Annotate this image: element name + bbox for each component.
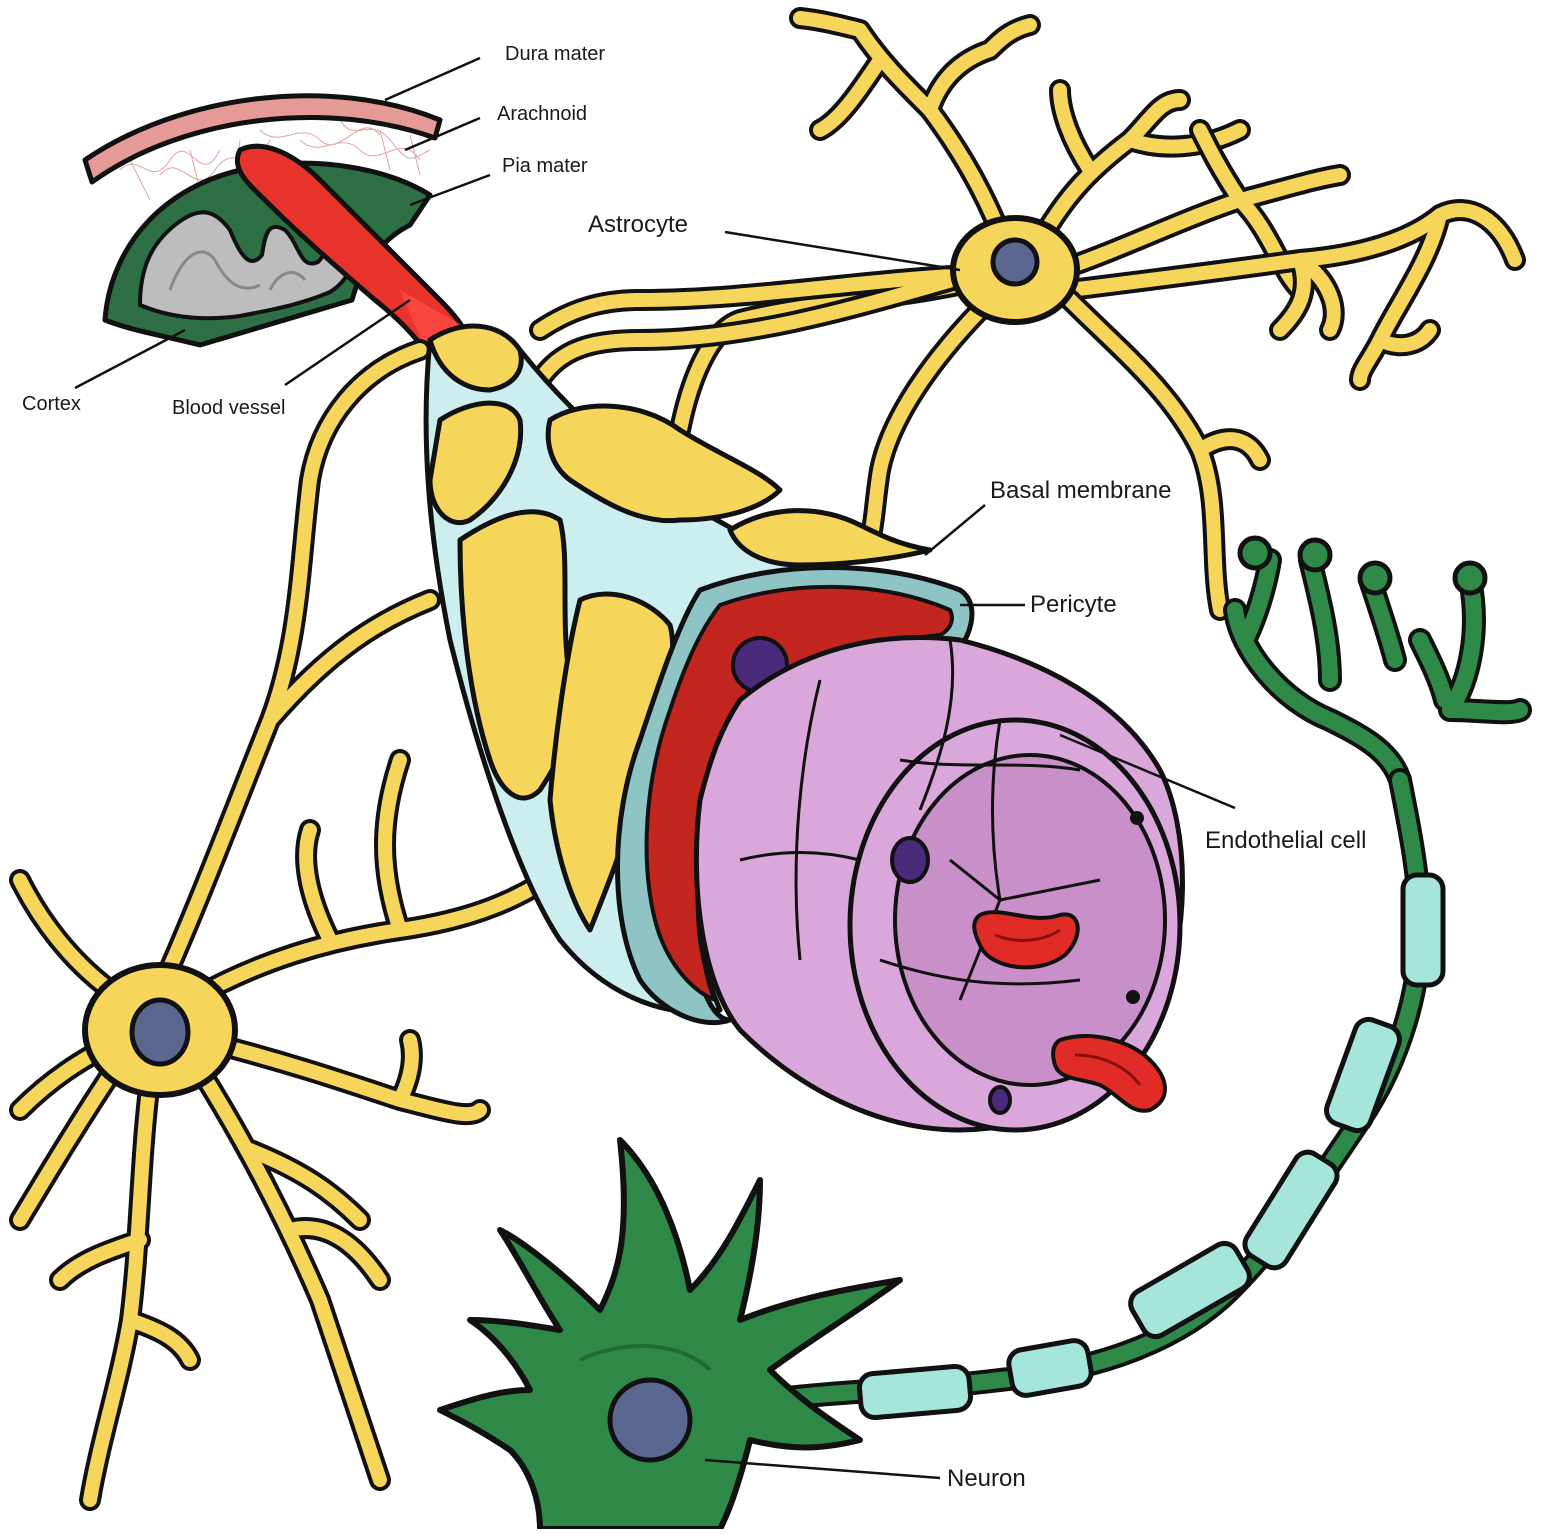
leader-dura	[384, 56, 481, 102]
neuron-cell-body	[437, 1137, 903, 1532]
meninges-group	[82, 93, 473, 363]
endfoot-1	[427, 400, 524, 525]
endfoot-2	[545, 403, 783, 524]
neuron-axon	[758, 768, 1446, 1421]
label-arachnoid: Arachnoid	[497, 103, 587, 125]
label-pericyte: Pericyte	[1030, 591, 1117, 618]
myelin-segment-3	[1242, 1149, 1340, 1271]
leader-basal-membrane	[924, 504, 986, 556]
leader-lines	[74, 56, 1236, 1480]
astrocyte-nucleus-left	[129, 997, 191, 1067]
label-blood-vessel: Blood vessel	[172, 397, 285, 419]
endothelial-dot-2	[1126, 990, 1140, 1004]
endothelial-nucleus-1	[890, 836, 930, 884]
vessel-tube	[423, 323, 1185, 1133]
cortex	[138, 210, 355, 321]
endfoot-6	[427, 323, 524, 393]
endothelial-dot-1	[1130, 811, 1144, 825]
label-dura-mater: Dura mater	[505, 43, 605, 65]
label-basal-membrane: Basal membrane	[990, 477, 1171, 504]
myelin-segment-6	[856, 1363, 974, 1421]
label-astrocyte: Astrocyte	[588, 211, 688, 238]
label-endothelial-cell: Endothelial cell	[1205, 827, 1366, 854]
neuron-nucleus	[607, 1377, 693, 1463]
astrocyte-body-top	[950, 215, 1080, 325]
astrocyte-body-left	[82, 962, 238, 1098]
neuron-dendrites-top	[1223, 535, 1532, 792]
myelin-sheaths	[856, 872, 1446, 1421]
myelin-segment-1	[1400, 872, 1446, 988]
leader-cortex	[74, 328, 186, 390]
leader-endothelial	[1059, 733, 1236, 810]
leader-astrocyte	[724, 230, 961, 272]
endfoot-3	[727, 508, 933, 568]
endfoot-5	[547, 591, 676, 933]
leader-pia	[409, 173, 491, 207]
text-labels: Dura mater Arachnoid Pia mater Astrocyte…	[22, 43, 1366, 1492]
leader-arachnoid	[404, 116, 481, 152]
cell-junctions	[739, 639, 1101, 1001]
myelin-segment-2	[1324, 1016, 1402, 1134]
myelin-segment-4	[1128, 1240, 1252, 1340]
astrocyte-processes	[9, 7, 1526, 1511]
myelin-segment-5	[1006, 1338, 1094, 1398]
label-neuron: Neuron	[947, 1465, 1026, 1492]
endothelial-nucleus-2	[988, 1085, 1012, 1115]
label-pia-mater: Pia mater	[502, 155, 588, 177]
astrocyte-nucleus-top	[990, 237, 1040, 287]
label-cortex: Cortex	[22, 393, 81, 415]
leader-blood-vessel	[284, 298, 411, 387]
leader-neuron	[704, 1458, 941, 1480]
